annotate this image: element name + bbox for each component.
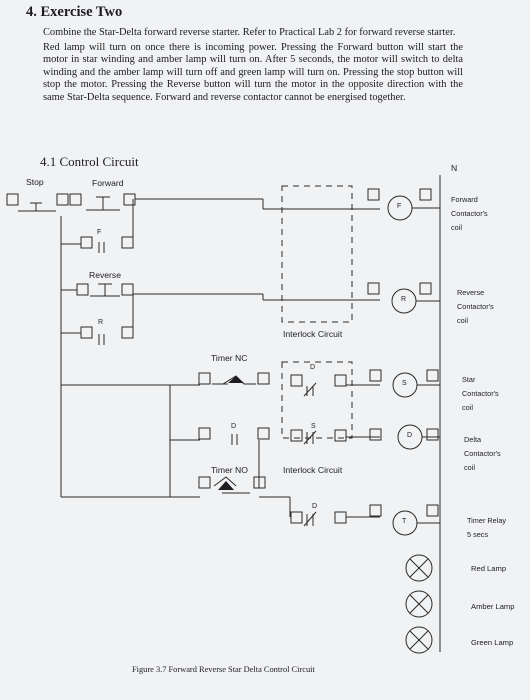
timer-no-label: Timer NO — [211, 465, 248, 475]
f-hold-contact-label: F — [97, 229, 102, 236]
timer-relay-coil-letter: T — [402, 518, 407, 525]
d-timer-terminal-left — [290, 511, 303, 524]
f-coil-terminal-right — [419, 188, 432, 201]
d-hold-terminal-right — [257, 427, 270, 440]
coil-label-line: coil — [451, 223, 462, 232]
s-coil-terminal-right — [426, 369, 439, 382]
interlock-circuit-label-1: Interlock Circuit — [283, 329, 343, 339]
forward-coil-letter: F — [397, 203, 402, 210]
t-coil-terminal-right — [426, 504, 439, 517]
coil-label-line: Contactor's — [462, 389, 499, 398]
coil-label-line: coil — [462, 403, 473, 412]
d-interlock-terminal-right — [334, 374, 347, 387]
d-interlock-contact-label: D — [310, 364, 316, 371]
stop-button-label: Stop — [26, 177, 44, 187]
s-interlock-contact-label: S — [311, 423, 316, 430]
green-lamp-label: Green Lamp — [471, 638, 514, 647]
coil-label-line: Timer Relay — [467, 516, 507, 525]
coil-label-line: coil — [457, 316, 468, 325]
timer-nc-terminal-left — [198, 372, 211, 385]
coil-label-line: Forward — [451, 195, 478, 204]
control-circuit-subtitle: 4.1 Control Circuit — [40, 154, 139, 169]
d-timer-terminal-right — [334, 511, 347, 524]
coil-label-line: 5 secs — [467, 530, 489, 539]
red-lamp-icon — [405, 554, 433, 582]
timer-nc-label: Timer NC — [211, 353, 248, 363]
reverse-coil-letter: R — [401, 296, 407, 303]
timer-no-contact — [213, 476, 250, 494]
d-hold-terminal-left — [198, 427, 211, 440]
d-hold-contact-label: D — [231, 423, 237, 430]
forward-coil-description: Forward Contactor's coil — [451, 193, 488, 235]
r-hold-contact-label: R — [98, 319, 104, 326]
coil-label-line: Contactor's — [464, 449, 501, 458]
coil-label-line: Star — [462, 375, 476, 384]
timer-relay-description: Timer Relay 5 secs — [467, 514, 506, 542]
s-coil-terminal-left — [369, 369, 382, 382]
exercise-description: Combine the Star-Delta forward reverse s… — [43, 27, 463, 107]
r-coil-terminal-right — [419, 282, 432, 295]
r-hold-contact — [98, 334, 105, 345]
timer-nc-terminal-right — [257, 372, 270, 385]
reverse-button-label: Reverse — [89, 270, 121, 280]
s-interlock-terminal-left — [290, 429, 303, 442]
amber-lamp-icon — [405, 590, 433, 618]
forward-button-label: Forward — [92, 178, 124, 188]
red-lamp-label: Red Lamp — [471, 564, 507, 573]
forward-button-symbol — [86, 196, 120, 211]
stop-terminal-left — [6, 193, 19, 206]
description-paragraph-1: Combine the Star-Delta forward reverse s… — [43, 27, 456, 38]
f-hold-contact — [98, 242, 105, 253]
interlock-box-1 — [281, 185, 353, 323]
coil-label-line: Contactor's — [457, 302, 494, 311]
interlock-circuit-label-2: Interlock Circuit — [283, 465, 343, 475]
neutral-label: N — [451, 163, 458, 173]
d-coil-terminal-right — [426, 428, 439, 441]
r-coil-terminal-left — [367, 282, 380, 295]
description-paragraph-2: Red lamp will turn on once there is inco… — [43, 41, 463, 103]
star-coil-description: Star Contactor's coil — [462, 373, 499, 415]
delta-coil-description: Delta Contactor's coil — [464, 433, 501, 475]
reverse-terminal-left — [76, 283, 89, 296]
r-hold-terminal-right — [121, 326, 134, 339]
d-coil-terminal-left — [369, 428, 382, 441]
f-hold-terminal-left — [80, 236, 93, 249]
coil-label-line: Delta — [464, 435, 482, 444]
figure-caption: Figure 3.7 Forward Reverse Star Delta Co… — [132, 665, 315, 674]
reverse-button-symbol — [90, 283, 120, 297]
d-timer-contact-label: D — [312, 503, 318, 510]
interlock-box-2 — [281, 361, 353, 439]
timer-no-terminal-left — [198, 476, 211, 489]
forward-terminal-mid — [69, 193, 82, 206]
s-interlock-contact — [303, 430, 317, 445]
delta-coil-letter: D — [407, 432, 413, 439]
exercise-heading: 4. Exercise Two — [26, 4, 123, 20]
t-coil-terminal-left — [369, 504, 382, 517]
reverse-coil-description: Reverse Contactor's coil — [457, 286, 494, 328]
d-hold-contact — [231, 434, 238, 445]
amber-lamp-label: Amber Lamp — [471, 602, 515, 611]
timer-no-delay-arrow — [218, 481, 234, 490]
forward-terminal-left — [56, 193, 69, 206]
f-coil-terminal-left — [367, 188, 380, 201]
d-timer-contact — [303, 511, 317, 527]
green-lamp-icon — [405, 626, 433, 654]
r-hold-terminal-left — [80, 326, 93, 339]
star-coil-letter: S — [402, 380, 407, 387]
timer-nc-delay-arrow — [228, 376, 244, 383]
stop-button-symbol — [30, 202, 42, 211]
d-interlock-terminal-left — [290, 374, 303, 387]
d-interlock-contact — [303, 382, 317, 397]
reverse-terminal-right — [121, 283, 134, 296]
coil-label-line: Contactor's — [451, 209, 488, 218]
coil-label-line: coil — [464, 463, 475, 472]
f-hold-terminal-right — [121, 236, 134, 249]
s-interlock-terminal-right — [334, 429, 347, 442]
coil-label-line: Reverse — [457, 288, 485, 297]
